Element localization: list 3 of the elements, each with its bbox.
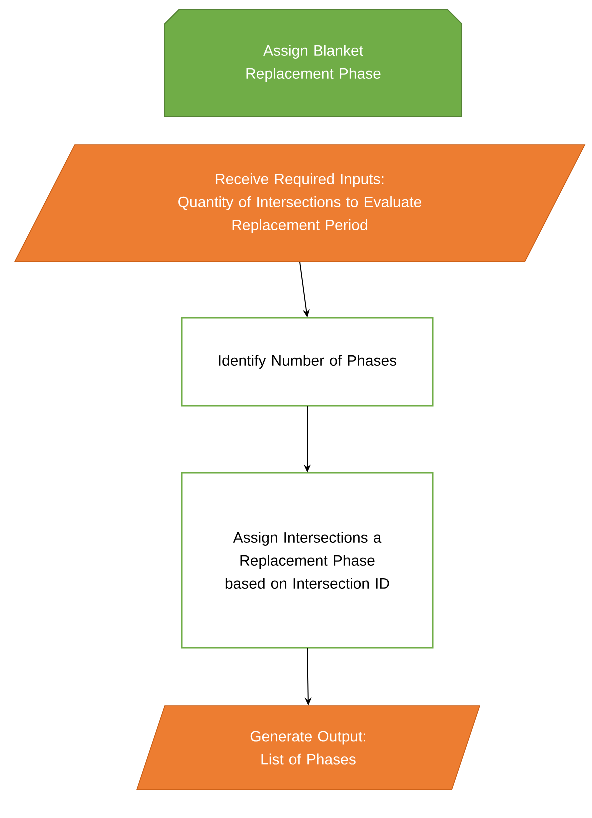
process-box: Assign Intersections a Replacement Phase based on Intersection ID	[181, 472, 434, 649]
process-box: Identify Number of Phases	[181, 317, 434, 407]
start-box: Assign Blanket Replacement Phase	[164, 10, 462, 118]
